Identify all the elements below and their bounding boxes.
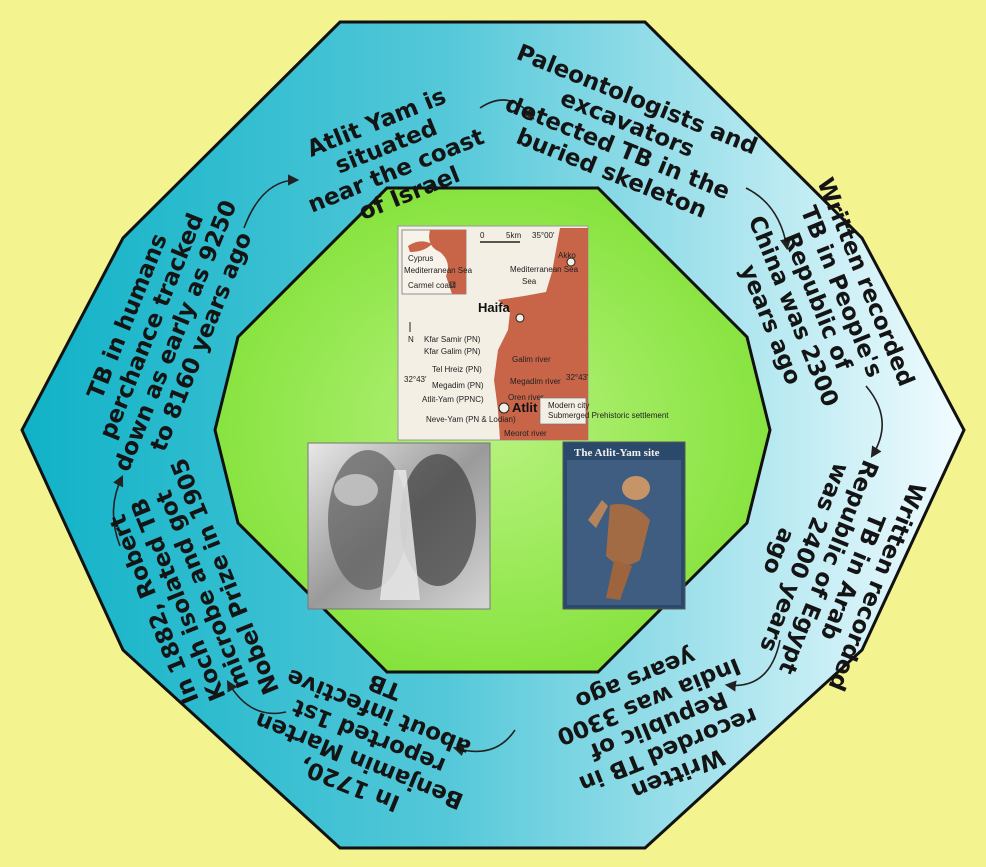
atlit-map: Cyprus Mediterranean Sea Carmel coast N … xyxy=(397,225,669,441)
map-site: Atlit-Yam (PPNC) xyxy=(422,395,484,404)
map-haifa-dot xyxy=(515,313,525,323)
xray-mediastinum xyxy=(380,470,420,600)
skeleton-leg xyxy=(606,560,632,600)
map-river: Galim river xyxy=(512,355,551,364)
ring-labels: Atlit Yam is situated near the coast of … xyxy=(83,40,931,816)
map-inset-cyprus xyxy=(408,241,432,252)
label-china: Written recorded TB in People's Republic… xyxy=(715,174,922,436)
map-atlit-label: Atlit xyxy=(512,400,538,415)
map-site: Megadim (PN) xyxy=(432,381,484,390)
map-river: Meorot river xyxy=(504,429,547,438)
xray-lesion xyxy=(334,474,378,506)
map-rivers: Galim river Megadim river Oren river Meo… xyxy=(504,355,561,438)
map-scale-long: 35°00' xyxy=(532,231,555,240)
map-legend-settlement: Submerged Prehistoric settlement xyxy=(548,411,669,420)
map-inset-focus-box xyxy=(449,281,456,288)
map-north-arrow: N xyxy=(408,335,414,344)
map-sea-label-2: Sea xyxy=(522,277,537,286)
xray-right-lung xyxy=(400,454,476,586)
map-river: Megadim river xyxy=(510,377,561,386)
map-legend-city: Modern city xyxy=(548,401,589,410)
map-sea-label: Mediterranean Sea xyxy=(510,265,579,274)
map-scale-0: 0 xyxy=(480,231,485,240)
map-site: Neve-Yam (PN & Lodian) xyxy=(426,415,516,424)
map-inset-land xyxy=(429,230,466,294)
map-site: Kfar Samir (PN) xyxy=(424,335,481,344)
map-legend-box xyxy=(539,397,587,425)
map-lat-right: 32°43' xyxy=(566,373,589,382)
label-egypt: Written recorded TB in Arab Republic of … xyxy=(722,437,931,705)
skeleton-skull xyxy=(622,476,650,500)
map-lat-left: 32°43' xyxy=(404,375,427,384)
map-inset-sea-label: Mediterranean Sea xyxy=(404,266,473,275)
skeleton-title: The Atlit-Yam site xyxy=(574,447,660,459)
map-atlit-dot xyxy=(498,402,510,414)
map-sites: Kfar Samir (PN) Kfar Galim (PN) Tel Hrei… xyxy=(422,335,516,424)
map-site: Kfar Galim (PN) xyxy=(424,347,481,356)
skeleton-torso xyxy=(606,504,650,566)
cycle-arrows xyxy=(112,99,883,756)
skeleton-arm xyxy=(588,500,608,528)
map-river: Oren river xyxy=(508,393,544,402)
map-mainland xyxy=(494,228,588,440)
chest-xray xyxy=(307,442,491,610)
map-site: Tel Hreiz (PN) xyxy=(432,365,482,374)
map-akko-dot xyxy=(566,257,576,267)
skeleton-photo: The Atlit-Yam site xyxy=(562,441,686,610)
map-haifa-label: Haifa xyxy=(478,300,511,315)
map-akko-label: Akko xyxy=(558,251,576,260)
map-scale-5km: 5km xyxy=(506,231,521,240)
map-cyprus-label: Cyprus xyxy=(408,254,433,263)
map-carmel-label: Carmel coast xyxy=(408,281,456,290)
